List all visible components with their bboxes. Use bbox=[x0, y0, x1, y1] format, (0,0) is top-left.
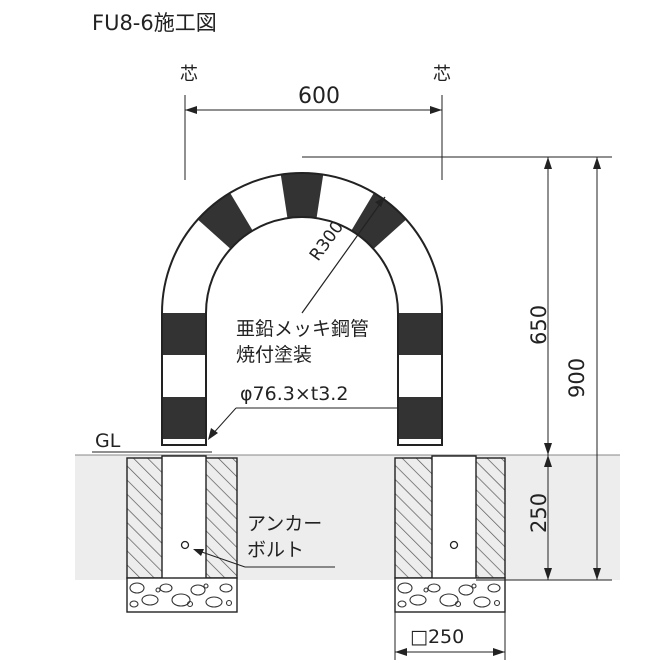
left-concrete-base bbox=[126, 577, 238, 613]
material-line-1: 亜鉛メッキ鋼管 bbox=[236, 318, 369, 340]
material-line-2: 焼付塗装 bbox=[236, 343, 312, 366]
center-mark-left: 芯 bbox=[180, 64, 198, 85]
total-height-value: 900 bbox=[565, 358, 589, 398]
left-anchor-hole bbox=[180, 540, 190, 550]
anchor-leader bbox=[195, 549, 246, 568]
anchor-line-1: アンカー bbox=[247, 513, 322, 535]
base-dimension-value: □250 bbox=[410, 626, 464, 648]
right-foundation bbox=[394, 455, 506, 613]
depth-value: 250 bbox=[527, 493, 551, 533]
material-line-3: φ76.3×t3.2 bbox=[240, 383, 348, 405]
height-above-value: 650 bbox=[527, 305, 551, 345]
center-mark-right: 芯 bbox=[433, 64, 451, 85]
right-anchor-hole bbox=[449, 540, 459, 550]
width-dimension-value: 600 bbox=[298, 84, 340, 109]
ground-label: GL bbox=[95, 430, 121, 452]
left-foundation bbox=[126, 455, 238, 613]
drawing-title: FU8-6施工図 bbox=[92, 11, 217, 35]
anchor-line-2: ボルト bbox=[247, 539, 304, 561]
right-concrete-base bbox=[394, 577, 506, 613]
radius-line bbox=[301, 196, 386, 314]
